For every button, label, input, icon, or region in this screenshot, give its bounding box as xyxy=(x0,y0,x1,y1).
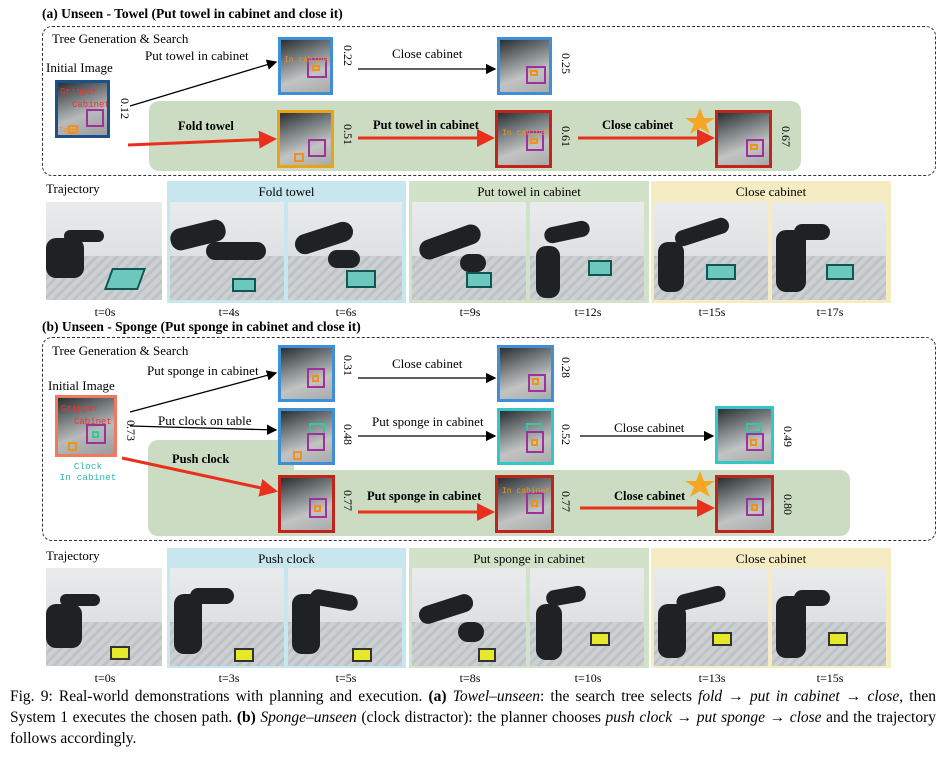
section-b-title: (b) Unseen - Sponge (Put sponge in cabin… xyxy=(42,319,361,334)
arrow xyxy=(127,130,277,149)
section-a-node-fold xyxy=(277,110,334,168)
section-a-edge-label-selected: Fold towel xyxy=(178,119,234,133)
figure-caption: Fig. 9: Real-world demonstrations with p… xyxy=(10,688,937,747)
section-b-tree-box xyxy=(42,337,936,541)
section-a-edge-label-selected: Close cabinet xyxy=(602,118,674,132)
time-label: t=13s xyxy=(698,671,726,685)
trajectory-frame xyxy=(412,202,526,300)
trajectory-frame xyxy=(530,202,644,300)
section-a-node-top-2 xyxy=(497,37,552,95)
trajectory-frame xyxy=(46,202,162,300)
section-b-node-push xyxy=(278,475,335,533)
time-label: t=12s xyxy=(574,305,602,319)
section-a-tree-label: Tree Generation & Search xyxy=(52,31,189,46)
section-b-initial-image: Gripper Cabinet xyxy=(55,395,117,457)
section-b-edge-label: Put clock on table xyxy=(158,413,252,428)
arrow xyxy=(121,456,278,497)
time-label: t=3s xyxy=(218,671,240,685)
trajectory-frame xyxy=(170,568,284,666)
section-b-node-mid-2 xyxy=(497,408,554,465)
section-a-node-cabinet: In cabinet xyxy=(495,110,552,168)
trajectory-frame xyxy=(654,202,768,300)
section-b-node-mid-3 xyxy=(715,406,774,464)
trajectory-frame xyxy=(170,202,284,300)
time-label: t=10s xyxy=(574,671,602,685)
section-b-trajectory-label: Trajectory xyxy=(46,548,100,563)
star-icon xyxy=(685,108,715,134)
in-cabinet-tag: In cabinet xyxy=(284,56,333,65)
section-b-edge-label: Close cabinet xyxy=(392,356,463,371)
time-label: t=15s xyxy=(698,305,726,319)
section-a-node-close xyxy=(715,110,772,168)
section-b-node-top-2 xyxy=(497,345,554,402)
towel-tag: Towel xyxy=(59,127,81,135)
cabinet-tag: Cabinet xyxy=(72,100,110,110)
section-b-edge-label: Put sponge in cabinet xyxy=(147,363,259,378)
section-a-initial-image: Gripper Cabinet Towel xyxy=(55,80,110,138)
star-icon xyxy=(685,471,715,497)
section-a-edge-label: Close cabinet xyxy=(392,46,463,61)
section-a-trajectory-label: Trajectory xyxy=(46,181,100,196)
trajectory-frame xyxy=(772,568,886,666)
trajectory-frame xyxy=(46,568,162,666)
section-a-title: (a) Unseen - Towel (Put towel in cabinet… xyxy=(42,6,343,21)
section-b-clock-tag: Clock In cabinet xyxy=(59,461,117,483)
section-b-node-cabinet: In cabinet xyxy=(495,475,554,533)
in-cabinet-tag: In cabinet xyxy=(502,129,551,138)
time-label: t=17s xyxy=(816,305,844,319)
trajectory-frame xyxy=(772,202,886,300)
section-b-tree-label: Tree Generation & Search xyxy=(52,343,189,358)
section-b-edge-label-selected: Close cabinet xyxy=(614,489,686,503)
trajectory-frame xyxy=(288,202,402,300)
time-label: t=8s xyxy=(459,671,481,685)
arrow xyxy=(129,370,278,413)
section-a-edge-label: Put towel in cabinet xyxy=(145,48,249,63)
section-b-node-top-1 xyxy=(278,345,335,402)
arrow xyxy=(129,59,278,107)
in-cabinet-tag: In cabinet xyxy=(502,487,551,496)
section-a-node-top-1: In cabinet xyxy=(278,37,333,95)
time-label: t=0s xyxy=(94,671,116,685)
section-b-node-mid-1 xyxy=(278,408,335,465)
trajectory-frame xyxy=(654,568,768,666)
time-label: t=0s xyxy=(94,305,116,319)
gripper-tag: Gripper xyxy=(61,404,99,414)
trajectory-frame xyxy=(288,568,402,666)
section-b-edge-label: Put sponge in cabinet xyxy=(372,414,484,429)
section-b-edge-label-selected: Push clock xyxy=(172,452,230,466)
section-b-node-close xyxy=(715,475,774,533)
trajectory-frame xyxy=(530,568,644,666)
time-label: t=15s xyxy=(816,671,844,685)
section-a-edge-label-selected: Put towel in cabinet xyxy=(373,118,479,132)
time-label: t=4s xyxy=(218,305,240,319)
section-a-tree-box xyxy=(42,26,936,176)
trajectory-frame xyxy=(412,568,526,666)
section-b-edge-label: Close cabinet xyxy=(614,420,685,435)
gripper-tag: Gripper xyxy=(60,87,98,97)
section-b-initial-label: Initial Image xyxy=(48,378,115,393)
section-a-selected-path xyxy=(149,101,801,171)
time-label: t=9s xyxy=(459,305,481,319)
cabinet-tag: Cabinet xyxy=(74,417,112,427)
time-label: t=6s xyxy=(335,305,357,319)
section-a-initial-label: Initial Image xyxy=(46,60,113,75)
time-label: t=5s xyxy=(335,671,357,685)
arrow xyxy=(129,424,278,435)
section-b-edge-label-selected: Put sponge in cabinet xyxy=(367,489,482,503)
